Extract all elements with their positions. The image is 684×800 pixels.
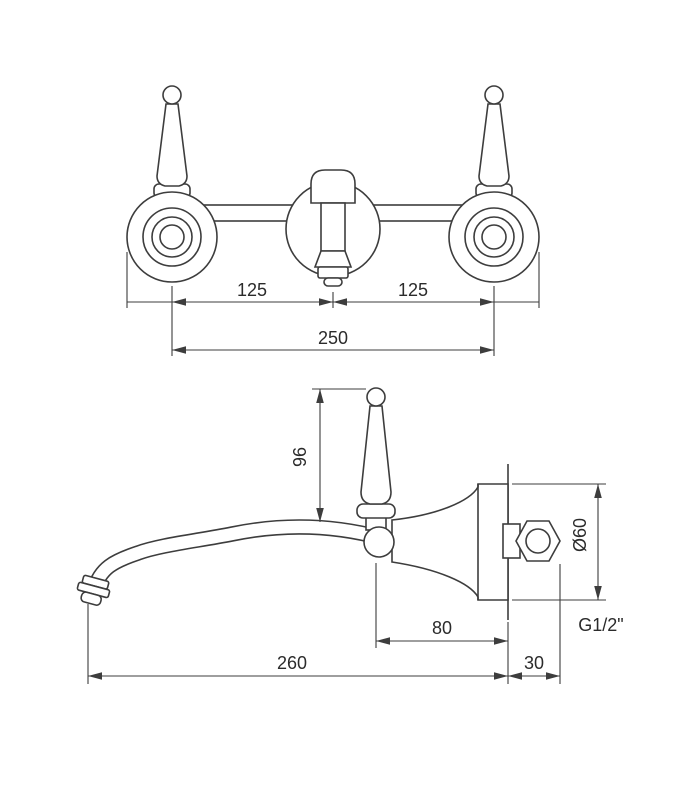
left-rosette-center bbox=[159, 224, 185, 250]
side-handle-grip bbox=[360, 405, 392, 505]
spout-tube-front bbox=[320, 202, 346, 252]
side-view: 96 Ø60 80 260 30 G1/2" bbox=[76, 387, 624, 684]
right-rosette-center bbox=[481, 224, 507, 250]
hex-fitting bbox=[515, 520, 561, 562]
dim-label-thread-length: 30 bbox=[524, 653, 544, 673]
side-handle-collar bbox=[356, 503, 396, 519]
left-handle-grip bbox=[156, 103, 188, 187]
right-rosette bbox=[448, 191, 540, 283]
spout-tip bbox=[76, 574, 111, 606]
spout-bend-front bbox=[310, 169, 356, 204]
dim-label-right-pitch: 125 bbox=[398, 280, 428, 300]
front-view: 125 125 250 bbox=[126, 85, 540, 356]
dim-label-left-pitch: 125 bbox=[237, 280, 267, 300]
dim-label-spout-reach: 260 bbox=[277, 653, 307, 673]
spout-tip-outlet bbox=[80, 591, 103, 606]
dim-label-thread-size: G1/2" bbox=[578, 615, 623, 635]
right-handle-grip bbox=[478, 103, 510, 187]
left-rosette-boss bbox=[151, 216, 193, 258]
right-handle-ball bbox=[484, 85, 504, 105]
right-rosette-outer bbox=[448, 191, 540, 283]
left-handle-ball bbox=[162, 85, 182, 105]
dim-label-axis-to-wall: 80 bbox=[432, 618, 452, 638]
left-rosette bbox=[126, 191, 218, 283]
dim-label-flange-diameter: Ø60 bbox=[570, 518, 590, 552]
left-rosette-outer bbox=[126, 191, 218, 283]
hex-fitting-bore bbox=[525, 528, 551, 554]
wall-flange bbox=[391, 483, 509, 601]
left-rosette-ring bbox=[142, 207, 202, 267]
valve-ball bbox=[363, 526, 395, 558]
right-rosette-ring bbox=[464, 207, 524, 267]
aerator-tip-front bbox=[323, 277, 343, 287]
side-handle-ball bbox=[366, 387, 386, 407]
spout-bore bbox=[88, 520, 384, 592]
right-rosette-boss bbox=[473, 216, 515, 258]
aerator-front bbox=[317, 266, 349, 279]
spout-flare-front bbox=[313, 250, 353, 268]
dim-label-handle-height: 96 bbox=[290, 447, 310, 467]
dim-label-total-pitch: 250 bbox=[318, 328, 348, 348]
